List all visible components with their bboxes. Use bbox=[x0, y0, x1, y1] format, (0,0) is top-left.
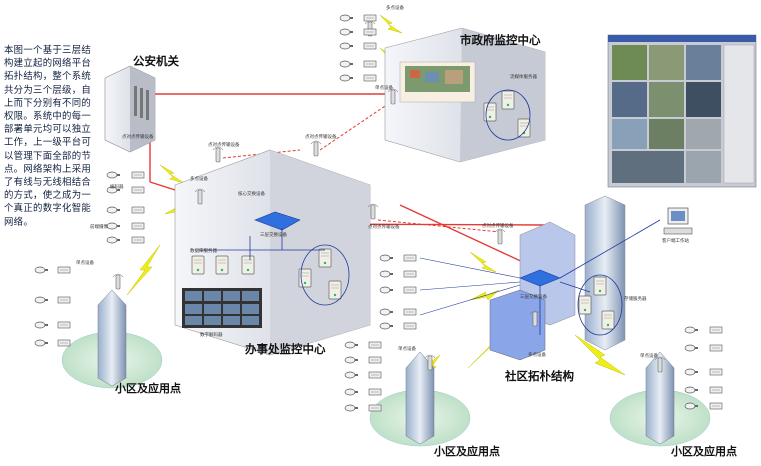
caption-switch-community: 三层交换设备 bbox=[520, 293, 547, 300]
caption-server-stream: 流媒体服务器 bbox=[510, 73, 537, 80]
caption-transfer-city: 点对点传输设备 bbox=[305, 133, 337, 140]
label-community: 社区拓朴结构 bbox=[505, 369, 574, 383]
client-workstation bbox=[663, 207, 693, 235]
wireless-links bbox=[222, 99, 501, 233]
police-building bbox=[104, 65, 156, 153]
label-city-center: 市政府监控中心 bbox=[460, 33, 541, 47]
area-center bbox=[369, 351, 471, 447]
caption-transfer-community: 点对点传输设备 bbox=[482, 222, 514, 229]
caption-singlepoint-city: 单点设备 bbox=[375, 84, 393, 91]
caption-camera-office: 前端摄像 bbox=[90, 223, 108, 230]
video-wall-screenshot bbox=[607, 34, 757, 188]
community-building bbox=[419, 195, 661, 361]
caption-decoder: 数字解码器 bbox=[200, 331, 223, 338]
label-office-center: 办事处监控中心 bbox=[245, 342, 326, 356]
caption-multipoint-office: 多点设备 bbox=[190, 175, 208, 182]
camera-cluster-left bbox=[34, 266, 71, 347]
caption-client: 客户端工作站 bbox=[662, 237, 689, 244]
caption-singlepoint-left: 单点设备 bbox=[76, 259, 94, 266]
office-building bbox=[174, 149, 371, 356]
label-area-right: 小区及应用点 bbox=[671, 445, 737, 458]
caption-switch-office: 三层交换设备 bbox=[260, 231, 287, 238]
caption-transfer-office: 点对点传输设备 bbox=[208, 141, 240, 148]
caption-singlepoint-center: 单点设备 bbox=[398, 345, 416, 352]
caption-server-store: 存储服务器 bbox=[624, 295, 647, 302]
caption-server-db: 数据库服务器 bbox=[190, 247, 217, 254]
caption-core: 核心交换设备 bbox=[238, 190, 265, 197]
camera-cluster-center bbox=[344, 341, 382, 412]
caption-multipoint-community: 多点设备 bbox=[528, 351, 546, 358]
camera-cluster-community bbox=[379, 254, 417, 330]
camera-cluster-office bbox=[106, 171, 145, 244]
label-area-center: 小区及应用点 bbox=[434, 445, 500, 458]
device-captions: 多点设备 单点设备 点对点传输设备 点对点传输设备 点对点传输设备 多点设备 三… bbox=[76, 4, 689, 359]
area-left bbox=[61, 289, 163, 389]
label-police: 公安机关 bbox=[133, 54, 179, 68]
intro-text: 本图一个基于三层结构建立起的网络平台拓扑结构，整个系统共分为三个层级，自上而下分… bbox=[4, 45, 92, 228]
label-area-left: 小区及应用点 bbox=[115, 382, 181, 395]
caption-transfer-police: 点对点传输设备 bbox=[122, 133, 154, 140]
caption-encoder-office: 编码器 bbox=[110, 183, 124, 190]
caption-singlepoint-right: 单点设备 bbox=[640, 352, 658, 359]
area-right bbox=[609, 351, 711, 447]
caption-multipoint-city: 多点设备 bbox=[386, 4, 404, 11]
caption-transfer-mid: 点对点传输设备 bbox=[368, 223, 400, 230]
city-building bbox=[384, 27, 546, 163]
